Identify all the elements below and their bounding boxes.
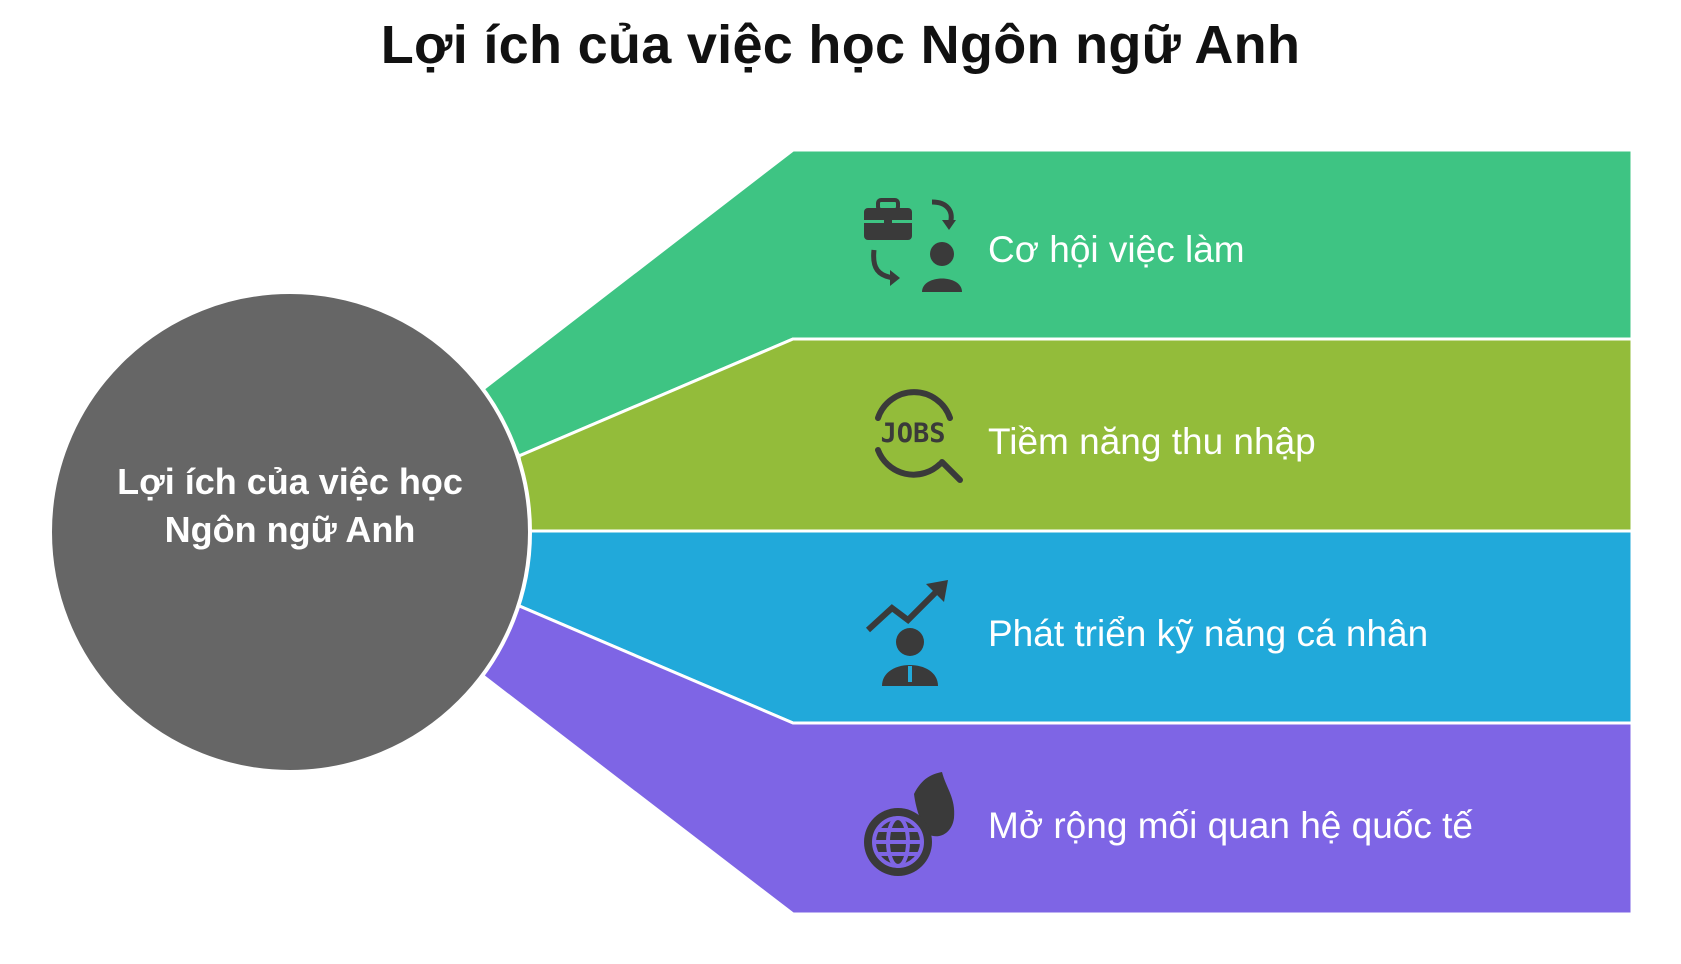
branch-label-3: Phát triển kỹ năng cá nhân (988, 613, 1429, 654)
branch-label-4: Mở rộng mối quan hệ quốc tế (988, 805, 1473, 846)
diagram-title: Lợi ích của việc học Ngôn ngữ Anh (380, 15, 1301, 75)
person-growth-arrow-icon (865, 580, 948, 686)
center-label: Lợi ích của việc học Ngôn ngữ Anh (117, 461, 463, 550)
jobs-search-icon: JOBS (875, 389, 963, 483)
branch-label-2: Tiềm năng thu nhập (988, 421, 1316, 462)
svg-text:JOBS: JOBS (880, 418, 945, 449)
branch-label-1: Cơ hội việc làm (988, 229, 1245, 270)
briefcase-person-exchange-icon (864, 198, 962, 292)
globe-handshake-icon (864, 772, 955, 876)
center-circle (48, 290, 532, 774)
